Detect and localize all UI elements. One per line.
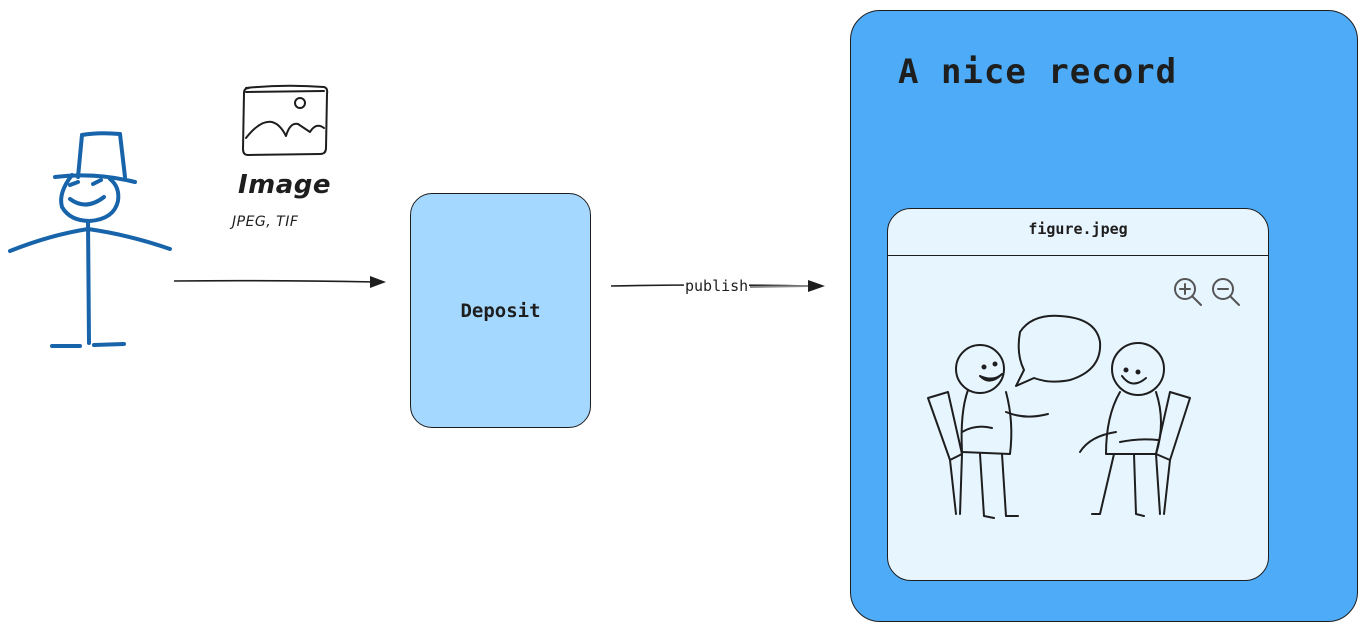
zoom-out-icon[interactable] (1210, 276, 1242, 308)
figure-viewer: figure.jpeg (887, 208, 1269, 581)
actor-to-deposit-arrow (173, 276, 386, 288)
figure-filename: figure.jpeg (1028, 220, 1128, 238)
deposit-node[interactable]: Deposit (410, 193, 591, 428)
image-icon (242, 84, 329, 156)
deposit-label: Deposit (460, 299, 541, 322)
image-label: Image (238, 170, 332, 200)
stick-figure-top-hat-icon (8, 131, 172, 348)
image-formats: JPEG, TIF (232, 214, 299, 230)
publish-label: publish (684, 277, 750, 295)
two-people-talking-illustration (927, 314, 1191, 519)
record-title: A nice record (898, 52, 1178, 92)
zoom-in-icon[interactable] (1172, 276, 1204, 308)
figure-header: figure.jpeg (888, 209, 1268, 256)
